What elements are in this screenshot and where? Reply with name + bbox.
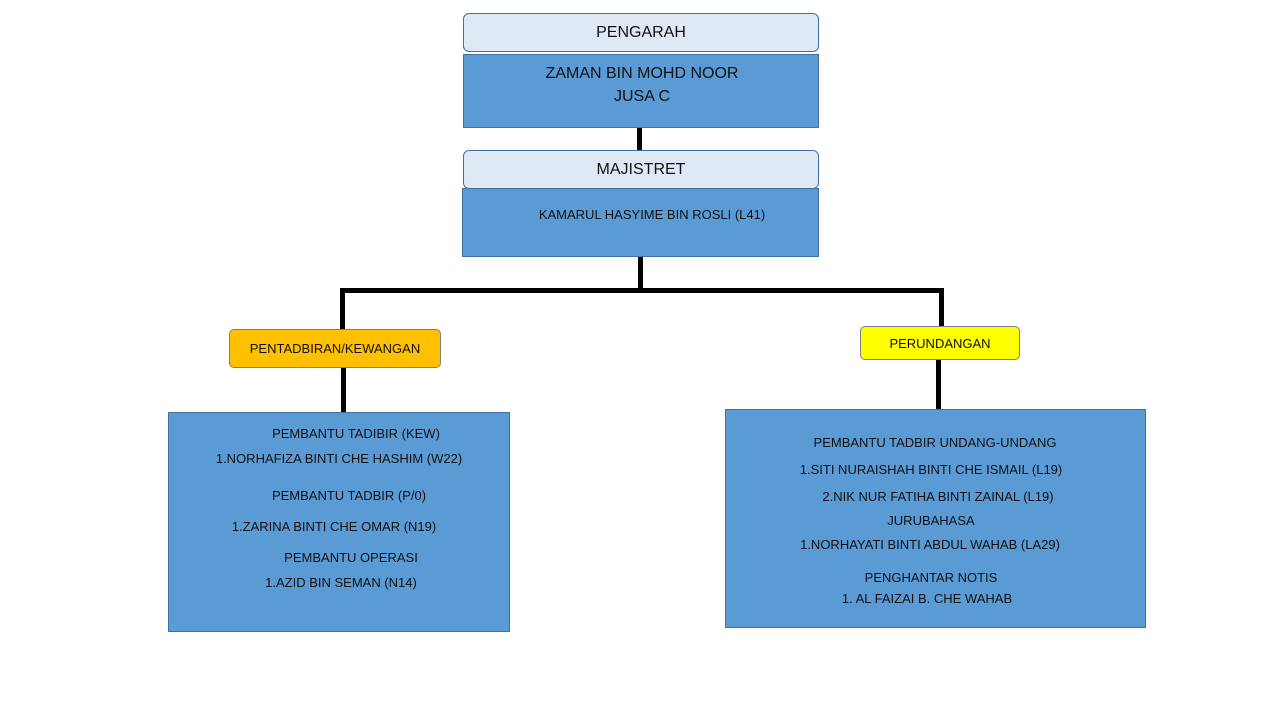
legal-staff-4: 1. AL FAIZAI B. CHE WAHAB (841, 591, 1013, 606)
legal-staff-1: 1.SITI NURAISHAH BINTI CHE ISMAIL (L19) (799, 462, 1063, 477)
admin-staff-1: 1.NORHAFIZA BINTI CHE HASHIM (W22) (215, 451, 463, 466)
legal-label-text: PERUNDANGAN (889, 335, 991, 351)
legal-role-notice-server: PENGHANTAR NOTIS (864, 570, 998, 585)
admin-staff-box: PEMBANTU TADIBIR (KEW) 1.NORHAFIZA BINTI… (168, 412, 510, 632)
legal-staff-3: 1.NORHAYATI BINTI ABDUL WAHAB (LA29) (800, 537, 1060, 552)
connector-legal-box (936, 359, 941, 410)
connector-magistrate-down (638, 257, 643, 292)
admin-staff-3: 1.AZID BIN SEMAN (N14) (265, 575, 417, 590)
connector-left-drop (340, 288, 345, 330)
admin-role-clerk: PEMBANTU TADBIR (P/0) (271, 488, 427, 503)
admin-label-text: PENTADBIRAN/KEWANGAN (249, 341, 421, 356)
legal-staff-2: 2.NIK NUR FATIHA BINTI ZAINAL (L19) (822, 489, 1054, 504)
magistrate-title: MAJISTRET (596, 160, 686, 178)
admin-role-operations: PEMBANTU OPERASI (284, 550, 418, 565)
admin-staff-2: 1.ZARINA BINTI CHE OMAR (N19) (231, 519, 437, 534)
magistrate-name-box: KAMARUL HASYIME BIN ROSLI (L41) (462, 188, 819, 257)
connector-horizontal (340, 288, 944, 293)
connector-right-drop (939, 288, 944, 327)
admin-role-finance: PEMBANTU TADIBIR (KEW) (272, 426, 440, 441)
director-title-box: PENGARAH (463, 13, 819, 52)
legal-department-label: PERUNDANGAN (860, 326, 1020, 360)
director-name-box: ZAMAN BIN MOHD NOOR JUSA C (463, 54, 819, 128)
admin-department-label: PENTADBIRAN/KEWANGAN (229, 329, 441, 368)
director-title: PENGARAH (596, 23, 686, 41)
director-grade: JUSA C (613, 88, 671, 105)
magistrate-title-box: MAJISTRET (463, 150, 819, 189)
magistrate-name: KAMARUL HASYIME BIN ROSLI (L41) (538, 207, 766, 222)
legal-role-legal-clerk: PEMBANTU TADBIR UNDANG-UNDANG (813, 435, 1057, 450)
director-name: ZAMAN BIN MOHD NOOR (545, 65, 739, 82)
legal-role-interpreter: JURUBAHASA (887, 513, 975, 528)
connector-admin-box (341, 367, 346, 413)
connector-director-magistrate (637, 126, 642, 150)
legal-staff-box: PEMBANTU TADBIR UNDANG-UNDANG 1.SITI NUR… (725, 409, 1146, 628)
